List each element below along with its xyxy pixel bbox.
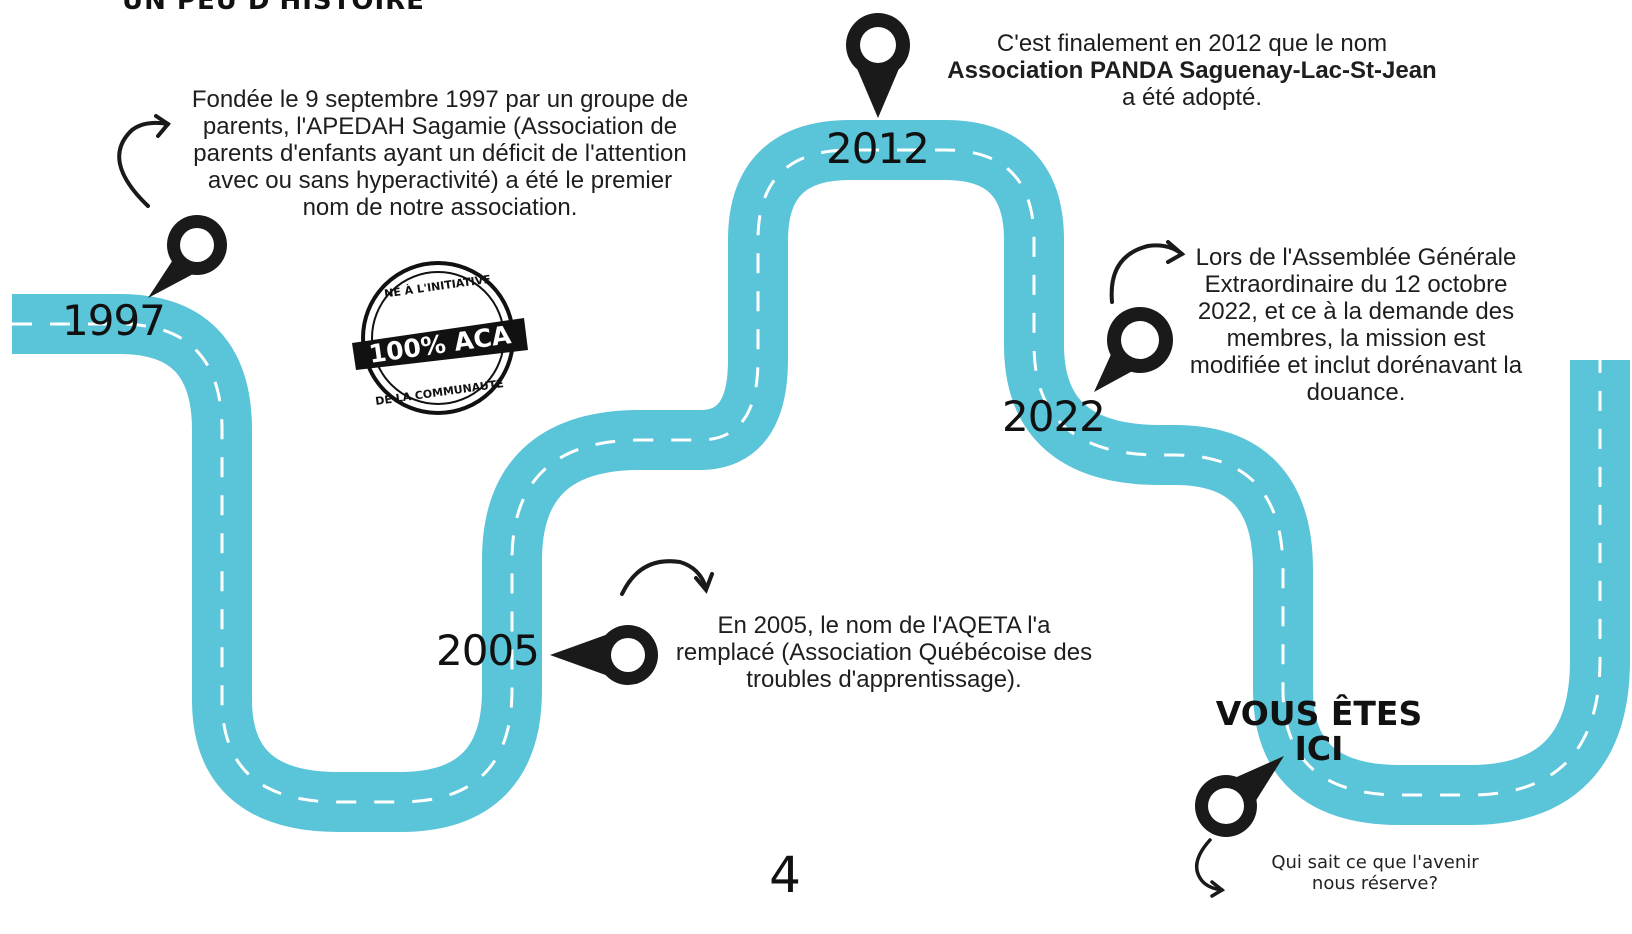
text-2005: En 2005, le nom de l'AQETA l'a remplacé … xyxy=(675,612,1093,693)
curved-arrow-icon xyxy=(1109,240,1186,304)
map-pin-icon xyxy=(550,625,658,685)
road-center-dashes xyxy=(12,148,1602,804)
you-are-here-label: VOUS ÊTES ICI xyxy=(1214,696,1424,766)
section-title: UN PEU D'HISTOIRE xyxy=(122,0,425,16)
text-1997: Fondée le 9 septembre 1997 par un groupe… xyxy=(191,86,689,221)
you-are-here-line2: ICI xyxy=(1294,729,1344,768)
text-2012-intro: C'est finalement en 2012 que le nom xyxy=(996,30,1388,57)
text-2022: Lors de l'Assemblée Générale Extraordina… xyxy=(1189,244,1523,406)
you-are-here-line1: VOUS ÊTES xyxy=(1215,694,1423,733)
text-2012-outro: a été adopté. xyxy=(1121,84,1263,111)
map-pin-icon xyxy=(1094,307,1173,392)
curved-arrow-icon xyxy=(1194,838,1226,898)
curved-arrow-icon xyxy=(620,559,714,596)
year-2022: 2022 xyxy=(1002,392,1106,441)
curved-arrow-icon xyxy=(117,114,171,208)
map-pin-icon xyxy=(846,13,910,118)
year-1997: 1997 xyxy=(62,296,166,345)
text-2012-name: Association PANDA Saguenay-Lac-St-Jean xyxy=(947,57,1437,84)
year-2005: 2005 xyxy=(436,626,540,675)
page-number: 4 xyxy=(769,846,801,904)
aca-badge-logo: 100% ACA NÉ À L'INITIATIVE DE LA COMMUNA… xyxy=(352,261,528,415)
text-2012: C'est finalement en 2012 que le nom Asso… xyxy=(900,30,1484,111)
map-pin-icon xyxy=(1195,756,1284,837)
map-pin-icon xyxy=(148,215,227,298)
future-question: Qui sait ce que l'avenir nous réserve? xyxy=(1271,852,1479,894)
year-2012: 2012 xyxy=(826,124,930,173)
